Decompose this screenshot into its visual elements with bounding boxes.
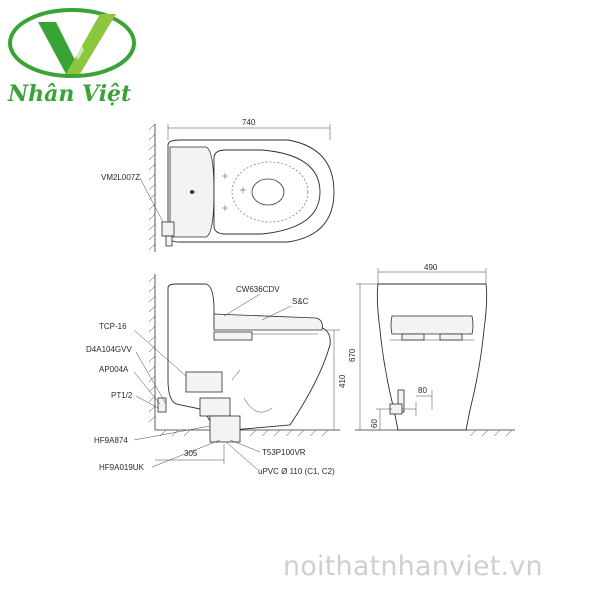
label-pt: PT1/2 bbox=[111, 391, 133, 400]
dim-305: 305 bbox=[184, 449, 198, 458]
brand-logo: Nhân Việt bbox=[7, 8, 136, 107]
label-hf019: HF9A019UK bbox=[99, 463, 145, 472]
drain-hole bbox=[251, 178, 285, 206]
side-view: CW636CDV S&C TCP-16 D4A104GVV AP004A PT1… bbox=[86, 274, 347, 476]
floor-flange bbox=[209, 415, 241, 443]
side-wall-hatch bbox=[148, 275, 156, 423]
nv-logo-icon bbox=[38, 14, 116, 74]
dim-60: 60 bbox=[370, 419, 379, 428]
valve-body bbox=[161, 221, 175, 237]
bidet-unit bbox=[185, 371, 223, 393]
bowl-dashed bbox=[231, 161, 309, 223]
angle-valve bbox=[157, 397, 167, 413]
watermark-website: noithatnhanviet.vn bbox=[283, 551, 543, 582]
outlet-fitting bbox=[199, 397, 231, 417]
hose-curve bbox=[243, 397, 273, 413]
label-upvc: uPVC Ø 110 (C1, C2) bbox=[258, 467, 335, 476]
seat-cover-side bbox=[213, 313, 323, 331]
label-valve: VM2L007Z bbox=[101, 173, 140, 182]
label-tcp: TCP-16 bbox=[99, 322, 127, 331]
dim-490: 490 bbox=[424, 263, 438, 272]
dim-80: 80 bbox=[418, 386, 427, 395]
label-seat: S&C bbox=[292, 297, 309, 306]
dim-410: 410 bbox=[338, 374, 347, 388]
side-floor-hatch bbox=[159, 429, 329, 437]
brand-name: Nhân Việt bbox=[7, 81, 131, 107]
leader-valve bbox=[139, 177, 164, 223]
valve-stem bbox=[165, 235, 173, 247]
label-cover: CW636CDV bbox=[236, 285, 280, 294]
label-t53: T53P100VR bbox=[262, 448, 306, 457]
front-view: 490 670 80 60 bbox=[348, 263, 515, 437]
front-floor-hatch bbox=[469, 429, 513, 437]
top-view: 740 VM2L007Z bbox=[101, 118, 335, 252]
seat-front bbox=[390, 315, 474, 335]
dim-740: 740 bbox=[242, 118, 256, 127]
label-ap: AP004A bbox=[99, 365, 129, 374]
label-hf874: HF9A874 bbox=[94, 436, 128, 445]
flush-button bbox=[190, 190, 194, 194]
seat-top bbox=[213, 149, 321, 235]
dim-670: 670 bbox=[348, 348, 357, 362]
label-d4: D4A104GVV bbox=[86, 345, 132, 354]
toilet-side-body bbox=[167, 283, 331, 431]
wall-hatch bbox=[148, 123, 156, 251]
cross-marks bbox=[222, 173, 246, 211]
seat-hinge-unit bbox=[213, 331, 253, 341]
